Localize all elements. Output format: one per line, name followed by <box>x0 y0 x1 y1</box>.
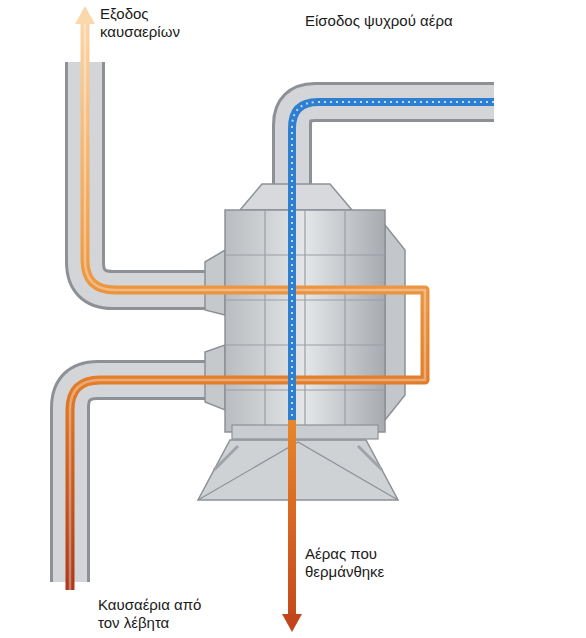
ducts <box>70 62 494 582</box>
outlet-label: Αέρας που θερμάνθηκε <box>305 545 420 581</box>
outlet-label: Εξοδος καυσαερίων <box>100 5 195 41</box>
inlet-label: Είσοδος ψυχρού αέρα <box>305 12 575 30</box>
exchanger-body <box>198 184 405 500</box>
inlet-label: Καυσαέρια από τον λέβητα <box>98 596 216 632</box>
flue-gas-flow <box>70 6 425 590</box>
air-flow <box>282 102 494 632</box>
